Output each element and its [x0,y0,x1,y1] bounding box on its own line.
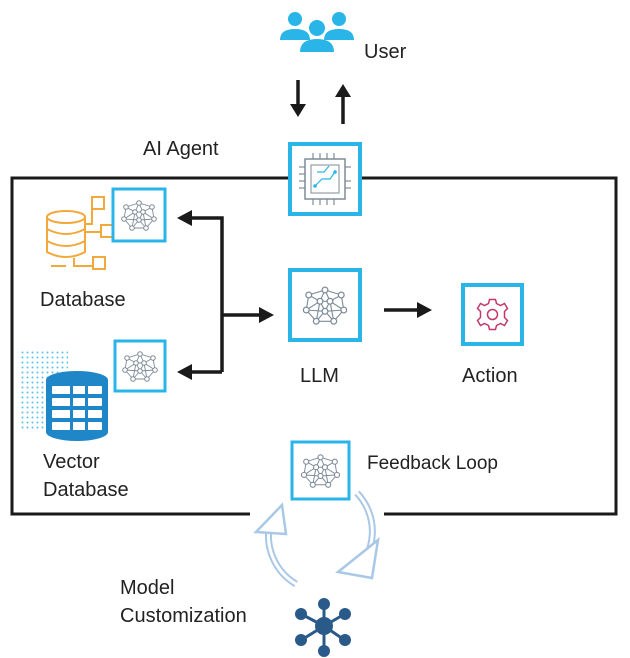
ai-agent-label: AI Agent [143,138,219,160]
user-agent-arrows [290,80,351,124]
gear-icon [476,298,509,331]
action-label: Action [462,365,518,387]
database-icon [46,196,114,270]
hub-network-icon [295,598,351,657]
connector-arrowheads [177,210,274,380]
llm-label: LLM [300,365,339,387]
feedback-neural-badge [290,440,351,501]
database-neural-badge [111,187,167,243]
llm-action-arrow [384,302,432,318]
vector-database-label: Vector Database [43,451,129,501]
action-box [461,283,524,346]
cpu-chip-icon [288,142,362,216]
users-group-icon [280,12,354,52]
vector-db-neural-badge [113,339,167,393]
llm-box [288,268,362,342]
circular-arrowheads [253,502,380,580]
vector-database-icon [20,350,108,441]
user-label: User [364,41,407,63]
agent-boundary [10,176,618,516]
database-label: Database [40,289,126,311]
feedback-loop-label: Feedback Loop [367,453,498,474]
model-customization-label: Model Customization [120,577,247,627]
llm-database-connector [190,216,262,374]
